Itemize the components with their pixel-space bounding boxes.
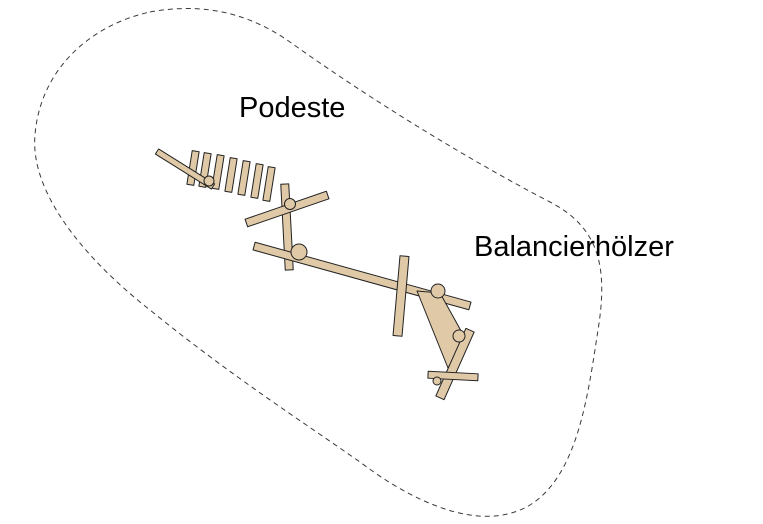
podest-rail (154, 148, 216, 190)
area-boundary (34, 8, 603, 517)
podest-steps (186, 150, 276, 202)
post-beam-left (290, 243, 308, 261)
balance-beam-lower (435, 327, 475, 401)
post-tiny (432, 376, 442, 386)
post-lower (452, 329, 466, 343)
podest-step (237, 160, 251, 196)
podest-step (224, 157, 238, 193)
vertical-post-middle (392, 255, 410, 337)
post-beam-right (430, 283, 446, 299)
podest-step (186, 150, 200, 186)
post-upper (284, 198, 296, 210)
label-podeste: Podeste (239, 92, 345, 124)
label-balancierhoelzer: Balancierhölzer (474, 231, 674, 263)
podest-step (262, 166, 276, 202)
podest-step (250, 163, 264, 199)
podest-step (211, 154, 225, 190)
balance-beam-long (252, 241, 472, 311)
post-small (203, 175, 215, 187)
